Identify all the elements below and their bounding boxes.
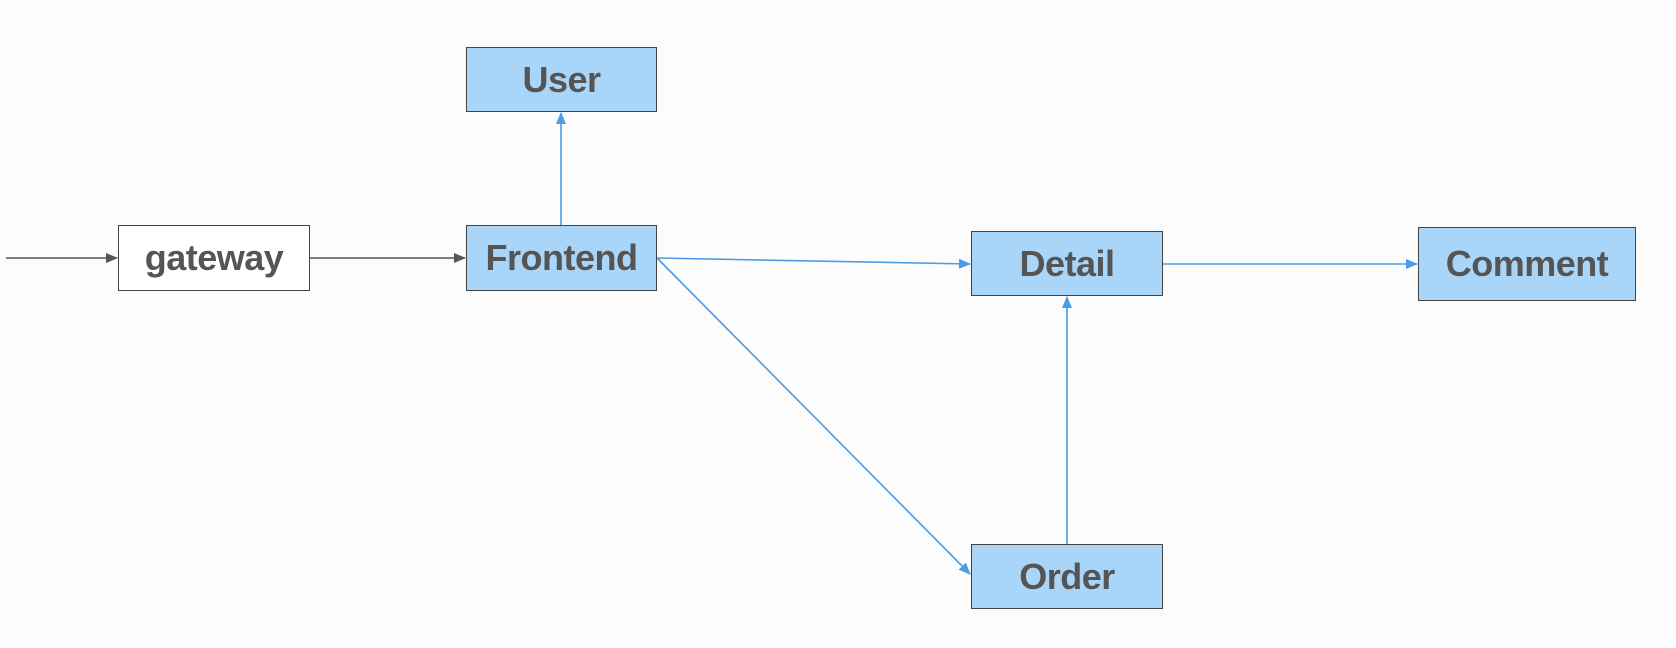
edge-frontend-to-detail: [656, 257, 971, 269]
node-order[interactable]: Order: [971, 544, 1163, 609]
node-user[interactable]: User: [466, 47, 657, 112]
node-comment[interactable]: Comment: [1418, 227, 1636, 301]
node-detail[interactable]: Detail: [971, 231, 1163, 296]
node-frontend[interactable]: Frontend: [466, 225, 657, 291]
edge-frontend-to-order: [656, 257, 971, 575]
node-gateway[interactable]: gateway: [118, 225, 310, 291]
